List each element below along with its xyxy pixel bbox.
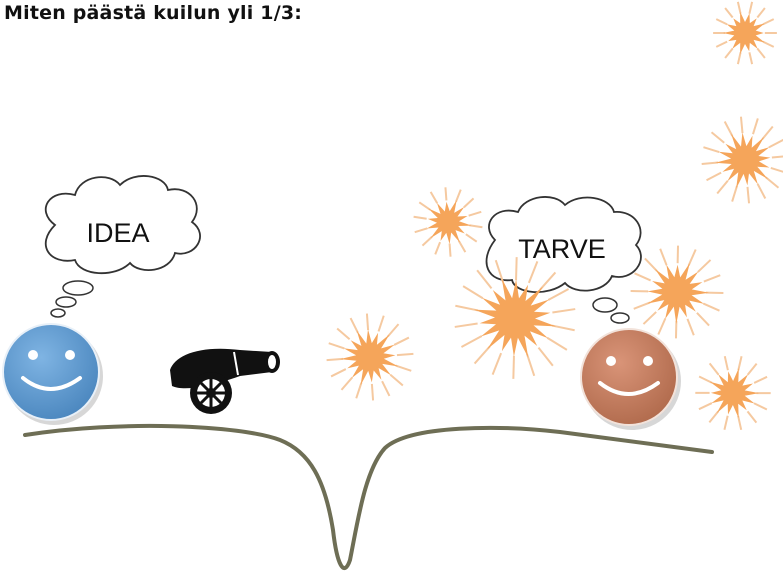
thought-text-tarve: TARVE bbox=[518, 234, 606, 264]
explosion-icon bbox=[454, 257, 576, 379]
ground-line bbox=[23, 423, 714, 570]
thought-bubble-idea: IDEA bbox=[44, 175, 201, 318]
explosion-icon bbox=[326, 313, 414, 401]
explosion-icon bbox=[630, 245, 724, 339]
thought-text-idea: IDEA bbox=[86, 218, 149, 248]
thought-bubble-tarve: TARVE bbox=[485, 196, 642, 324]
explosions-group bbox=[326, 1, 783, 431]
page-title: Miten päästä kuilun yli 1/3: bbox=[4, 2, 303, 24]
smiley-face-icon bbox=[2, 323, 103, 425]
cannon-icon bbox=[170, 348, 280, 414]
explosion-icon bbox=[413, 187, 483, 257]
explosion-icon bbox=[713, 1, 777, 65]
smiley-face-icon bbox=[580, 328, 681, 430]
explosion-icon bbox=[701, 116, 783, 204]
explosion-icon bbox=[695, 355, 771, 431]
